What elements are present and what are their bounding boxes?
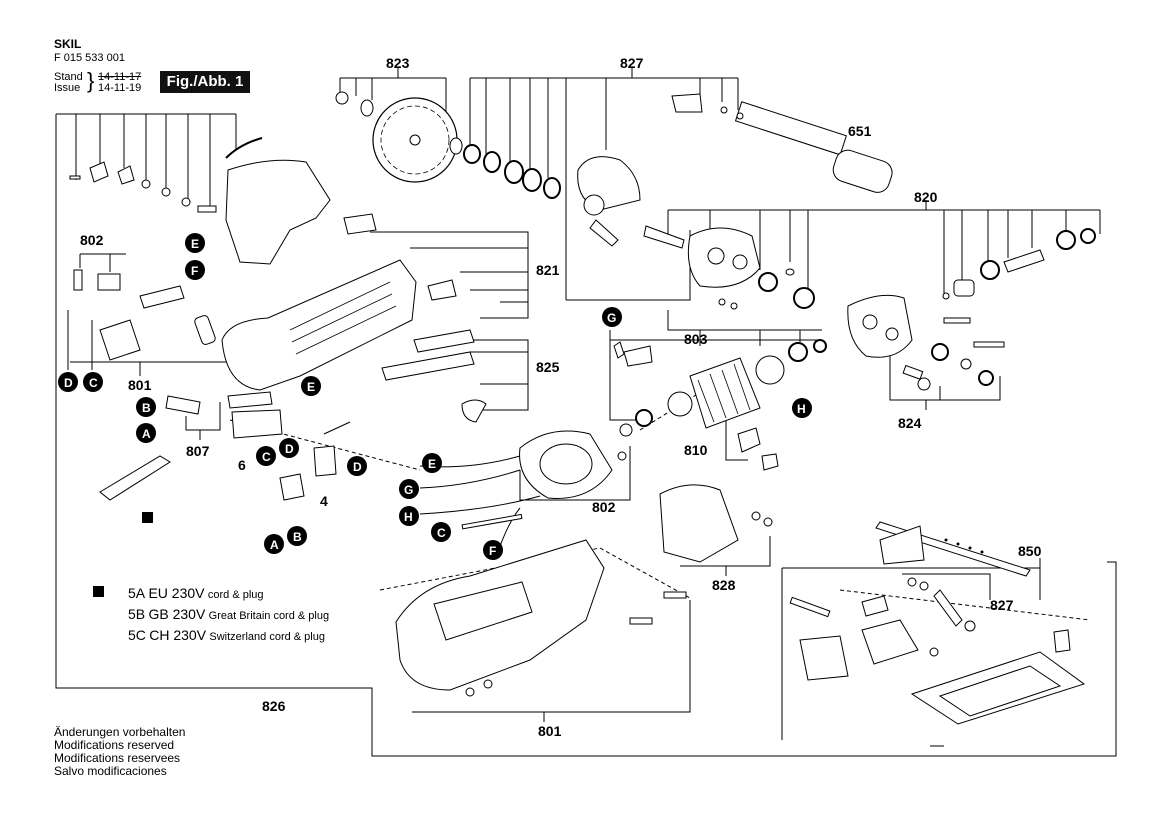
- connector-c-mid: C: [262, 450, 271, 464]
- legend-5a-desc: cord & plug: [207, 589, 264, 601]
- figure-label: Fig./Abb. 1: [160, 71, 250, 93]
- label-801-left: 801: [128, 377, 152, 393]
- footer-line-en: Modifications reserved: [54, 738, 175, 752]
- connector-a-bottom: A: [270, 538, 279, 552]
- label-850: 850: [1018, 543, 1042, 559]
- connector-circles: E F D C B A E D C D A B G H E G H C F: [58, 233, 812, 560]
- issue-label: Issue: [54, 82, 81, 94]
- footer-line-fr: Modifications reservees: [54, 751, 181, 765]
- legend-5c-voltage: CH 230V: [149, 627, 207, 643]
- legend-row-5c: 5C CH 230V Switzerland cord & plug: [128, 628, 325, 644]
- legend-5c-code: 5C: [128, 627, 146, 643]
- connector-c-left: C: [89, 376, 98, 390]
- footer-notes: Änderungen vorbehalten Modifications res…: [54, 726, 185, 778]
- label-802-left: 802: [80, 232, 104, 248]
- label-802-mid: 802: [592, 499, 616, 515]
- label-6: 6: [238, 457, 246, 473]
- connector-c-motor: C: [437, 526, 446, 540]
- legend-5b-code: 5B: [128, 606, 146, 622]
- brand-name: SKIL: [54, 37, 82, 51]
- saw-blade: [372, 97, 458, 183]
- legend-5b-desc: Great Britain cord & plug: [208, 610, 330, 622]
- label-825: 825: [536, 359, 560, 375]
- legend-5c-desc: Switzerland cord & plug: [209, 631, 325, 643]
- label-827-bottom: 827: [990, 597, 1014, 613]
- stator-field: [519, 430, 613, 499]
- label-651: 651: [848, 123, 872, 139]
- rip-fence-850: [875, 521, 1031, 577]
- connector-h-right: H: [797, 402, 806, 416]
- part-number: F 015 533 001: [54, 52, 125, 64]
- connector-f-top: F: [191, 264, 198, 278]
- label-826: 826: [262, 698, 286, 714]
- connector-d-mid: D: [285, 442, 294, 456]
- armature-803: [667, 355, 785, 429]
- new-date: 14-11-19: [98, 82, 142, 94]
- base-plate: [910, 651, 1086, 725]
- footer-line-de: Änderungen vorbehalten: [54, 725, 186, 739]
- label-824: 824: [898, 415, 922, 431]
- connector-g-motor: G: [404, 483, 413, 497]
- legend-5a-voltage: EU 230V: [148, 585, 205, 601]
- connector-b-left: B: [142, 401, 151, 415]
- label-4: 4: [320, 493, 328, 509]
- legend-row-5b: 5B GB 230V Great Britain cord & plug: [128, 607, 329, 623]
- footer-line-es: Salvo modificaciones: [54, 764, 167, 778]
- label-821: 821: [536, 262, 560, 278]
- old-date: 14-11-17: [98, 71, 142, 83]
- upper-motor-housing: [225, 159, 331, 265]
- handle-651: [734, 101, 893, 193]
- cover-828: [659, 484, 739, 563]
- legend-row-5a: 5A EU 230V cord & plug: [128, 586, 264, 602]
- connector-g-top: G: [607, 311, 616, 325]
- label-801-bottom: 801: [538, 723, 562, 739]
- connector-e-top: E: [191, 237, 199, 251]
- connector-f-motor: F: [489, 544, 496, 558]
- connector-e-motor: E: [428, 457, 436, 471]
- label-807: 807: [186, 443, 210, 459]
- connector-d-right: D: [353, 460, 362, 474]
- stand-label: Stand: [54, 71, 83, 83]
- legend-5a-square: [93, 586, 104, 597]
- label-827-top: 827: [620, 55, 644, 71]
- gearbox-housing: [847, 294, 913, 358]
- legend-marker-square: [142, 512, 153, 523]
- connector-d-left: D: [64, 376, 73, 390]
- connector-a-left: A: [142, 427, 151, 441]
- legend-5b-voltage: GB 230V: [148, 606, 206, 622]
- label-828: 828: [712, 577, 736, 593]
- connector-b-bottom: B: [293, 530, 302, 544]
- motor-housing-bottom: [395, 539, 605, 691]
- legend-5a-code: 5A: [128, 585, 146, 601]
- label-810: 810: [684, 442, 708, 458]
- label-823: 823: [386, 55, 410, 71]
- label-820: 820: [914, 189, 938, 205]
- date-brace: }: [87, 68, 95, 93]
- label-803: 803: [684, 331, 708, 347]
- connector-e-mid: E: [307, 380, 315, 394]
- connector-h-motor: H: [404, 510, 413, 524]
